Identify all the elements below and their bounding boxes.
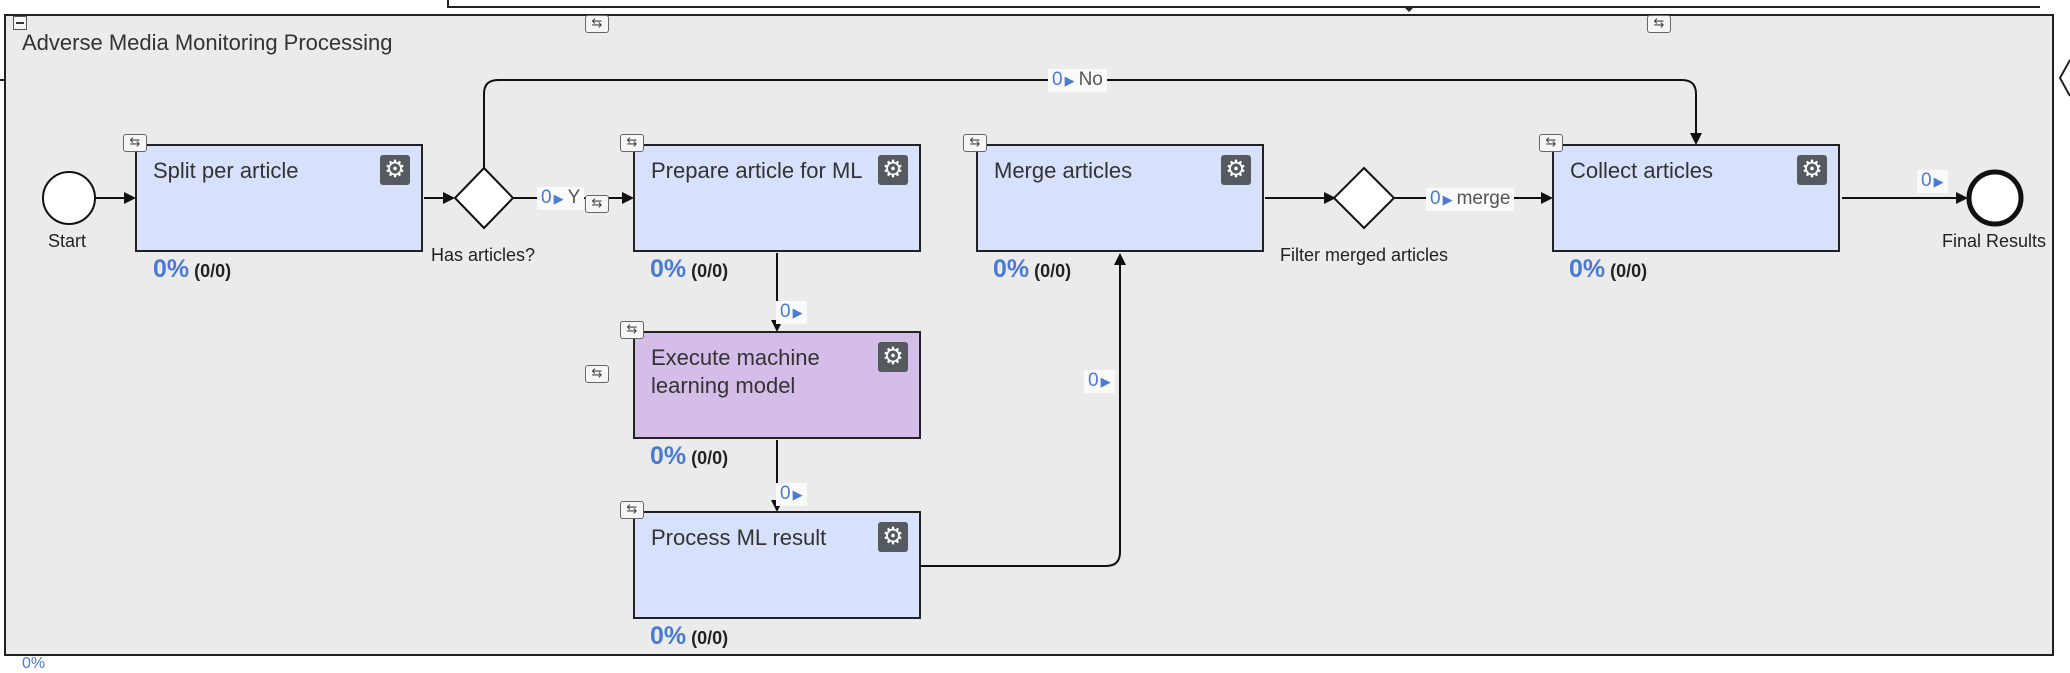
gear-icon[interactable]: ⚙ <box>878 342 908 372</box>
gateway-has-articles <box>453 166 515 230</box>
task-merge-articles[interactable]: Merge articles ⚙ <box>976 144 1264 252</box>
progress-count: (0/0) <box>691 261 729 281</box>
loop-marker-icon: ⇆ <box>620 501 644 519</box>
progress-percent: 0% <box>153 255 190 283</box>
gateway-has-articles-label: Has articles? <box>431 245 536 265</box>
task-progress: 0%(0/0) <box>153 255 231 284</box>
flow-label-final: 0▶ <box>1917 170 1948 193</box>
flow-name: Y <box>567 187 581 208</box>
task-label: Split per article <box>153 158 299 183</box>
progress-count: (0/0) <box>1034 261 1072 281</box>
task-label: Prepare article for ML <box>651 158 863 183</box>
play-icon: ▶ <box>792 305 803 320</box>
flow-label-no: 0▶No <box>1048 69 1107 92</box>
end-event-label: Final Results <box>1942 231 2047 251</box>
task-label: Collect articles <box>1570 158 1714 183</box>
end-event <box>1966 169 2024 227</box>
gateway-filter <box>1332 166 1396 230</box>
subprocess-container <box>4 14 2054 656</box>
minus-square-icon[interactable] <box>13 16 27 30</box>
loop-marker-icon: ⇆ <box>620 134 644 152</box>
gear-icon[interactable]: ⚙ <box>1797 155 1827 185</box>
flow-process-merge <box>920 253 1126 567</box>
progress-count: (0/0) <box>691 448 729 468</box>
loop-marker-icon: ⇆ <box>585 195 609 213</box>
flow-count: 0 <box>541 187 552 208</box>
task-progress: 0%(0/0) <box>650 622 728 651</box>
loop-marker-icon: ⇆ <box>1539 134 1563 152</box>
play-icon: ▶ <box>792 487 803 502</box>
flow-label-execute-process: 0▶ <box>776 483 807 506</box>
flow-name: merge <box>1456 188 1511 209</box>
progress-percent: 0% <box>650 255 687 283</box>
progress-count: (0/0) <box>194 261 232 281</box>
play-icon: ▶ <box>1100 374 1111 389</box>
loop-marker-icon: ⇆ <box>1647 15 1671 33</box>
task-collect-articles[interactable]: Collect articles ⚙ <box>1552 144 1840 252</box>
task-progress: 0%(0/0) <box>650 255 728 284</box>
task-execute-ml-model[interactable]: Execute machine learning model ⚙ <box>633 331 921 439</box>
task-prepare-article[interactable]: Prepare article for ML ⚙ <box>633 144 921 252</box>
flow-count: 0 <box>780 301 791 322</box>
task-split-per-article[interactable]: Split per article ⚙ <box>135 144 423 252</box>
flow-count: 0 <box>1088 370 1099 391</box>
start-event-label: Start <box>48 231 87 251</box>
loop-marker-icon: ⇆ <box>585 365 609 383</box>
gear-icon[interactable]: ⚙ <box>380 155 410 185</box>
task-process-ml-result[interactable]: Process ML result ⚙ <box>633 511 921 619</box>
progress-percent: 0% <box>650 622 687 650</box>
progress-percent: 0% <box>993 255 1030 283</box>
loop-marker-icon: ⇆ <box>620 321 644 339</box>
gear-icon[interactable]: ⚙ <box>878 522 908 552</box>
task-label: Process ML result <box>651 525 827 550</box>
task-label: Execute machine learning model <box>651 345 820 398</box>
flow-label-prepare-execute: 0▶ <box>776 301 807 324</box>
task-label: Merge articles <box>994 158 1133 183</box>
flow-count: 0 <box>780 483 791 504</box>
loop-marker-icon: ⇆ <box>585 15 609 33</box>
task-progress: 0%(0/0) <box>650 442 728 471</box>
progress-count: (0/0) <box>1610 261 1648 281</box>
progress-percent: 0% <box>650 442 687 470</box>
play-icon: ▶ <box>1442 192 1453 207</box>
subprocess-title: Adverse Media Monitoring Processing <box>22 30 393 55</box>
partial-progress-percent: 0% <box>22 655 46 672</box>
start-event <box>42 171 96 225</box>
flow-name: No <box>1078 69 1103 90</box>
play-icon: ▶ <box>553 191 564 206</box>
gear-icon[interactable]: ⚙ <box>878 155 908 185</box>
flow-label-yes: 0▶Y <box>537 187 585 210</box>
loop-marker-icon: ⇆ <box>963 134 987 152</box>
task-progress: 0%(0/0) <box>1569 255 1647 284</box>
loop-marker-icon: ⇆ <box>123 134 147 152</box>
gateway-filter-label: Filter merged articles <box>1280 245 1449 265</box>
progress-percent: 0% <box>1569 255 1606 283</box>
play-icon: ▶ <box>1064 73 1075 88</box>
flow-label-merge: 0▶merge <box>1426 188 1515 211</box>
task-progress: 0%(0/0) <box>993 255 1071 284</box>
gear-icon[interactable]: ⚙ <box>1221 155 1251 185</box>
flow-count: 0 <box>1052 69 1063 90</box>
flow-count: 0 <box>1921 170 1932 191</box>
flow-label-process-merge: 0▶ <box>1084 370 1115 393</box>
play-icon: ▶ <box>1933 174 1944 189</box>
progress-count: (0/0) <box>691 628 729 648</box>
flow-count: 0 <box>1430 188 1441 209</box>
